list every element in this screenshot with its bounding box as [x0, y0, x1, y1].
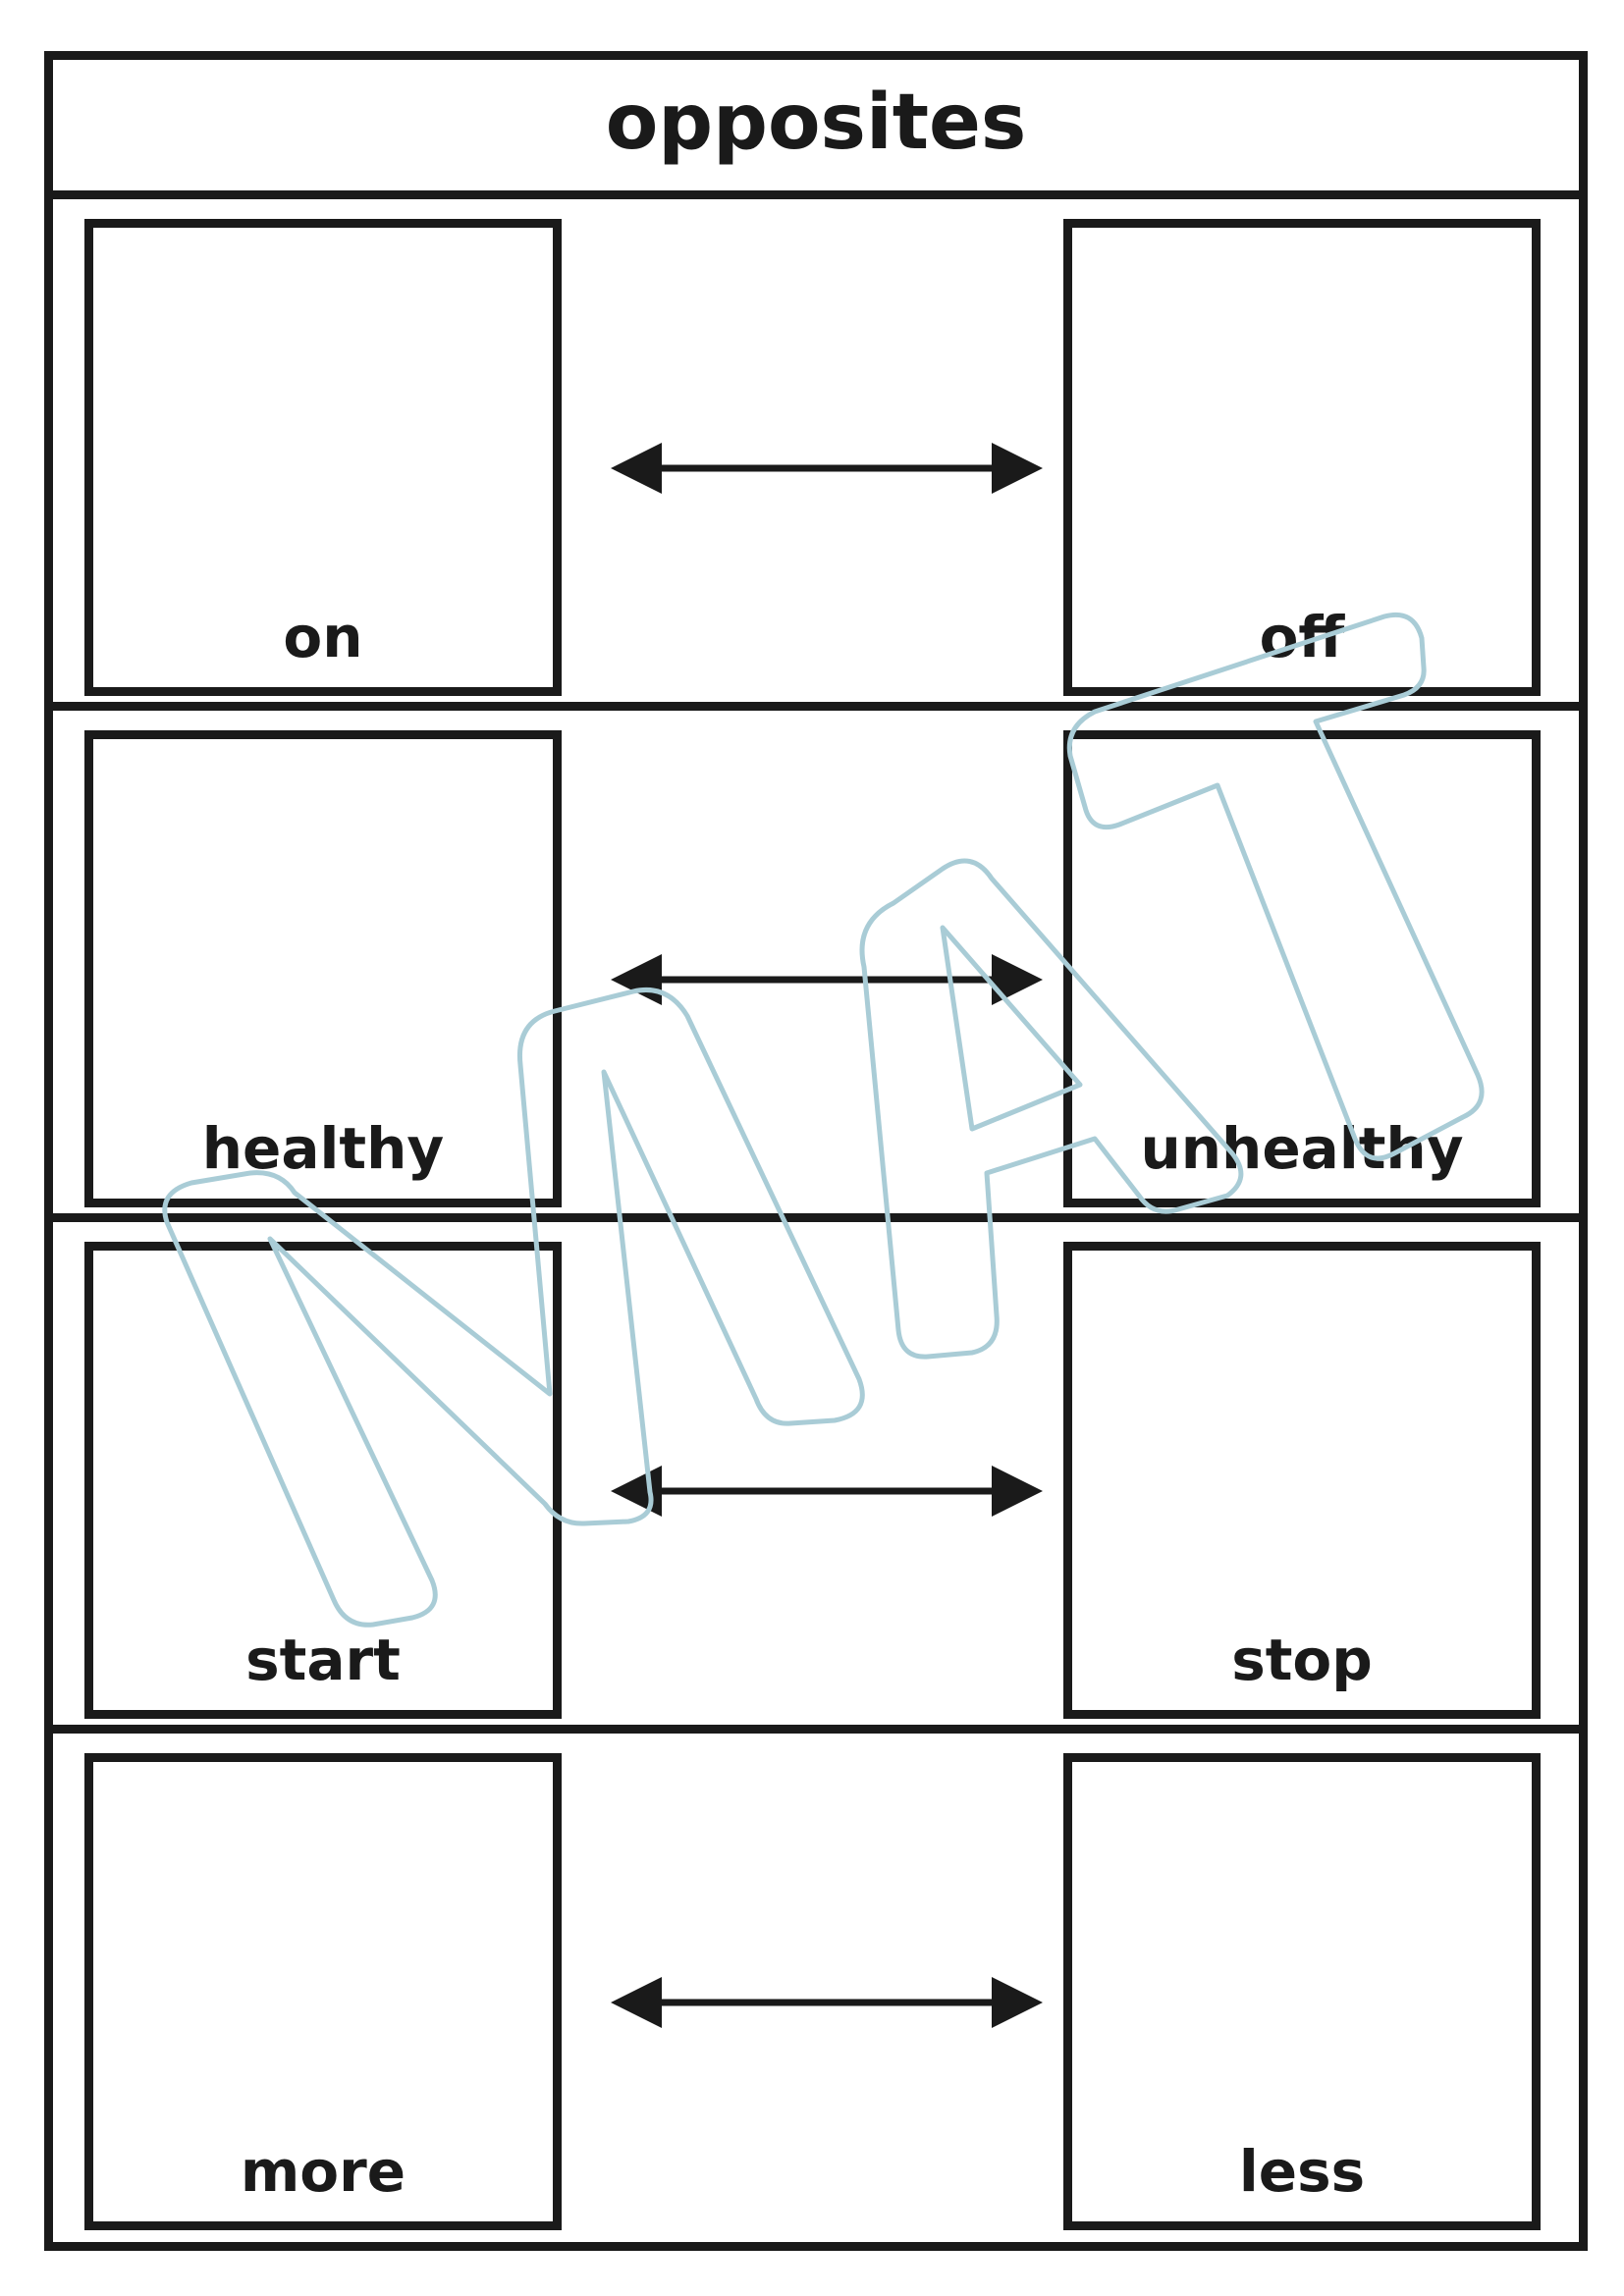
double-arrow-icon [611, 954, 1043, 1005]
pair-row-2: healthy unhealthy [53, 711, 1579, 1222]
word-label: healthy [201, 1115, 445, 1182]
word-label: on [283, 604, 363, 670]
word-label: unhealthy [1140, 1115, 1464, 1182]
picture-box-right: unhealthy [1063, 730, 1541, 1207]
pair-row-4: more less [53, 1734, 1579, 2245]
picture-box-left: on [84, 219, 562, 696]
double-arrow-icon [611, 1977, 1043, 2028]
double-arrow-icon [611, 443, 1043, 494]
picture-box-left: start [84, 1242, 562, 1719]
pair-row-3: start stop [53, 1222, 1579, 1734]
word-label: stop [1231, 1627, 1373, 1693]
picture-box-left: more [84, 1753, 562, 2230]
word-label: off [1259, 604, 1345, 670]
pair-row-1: on off [53, 199, 1579, 711]
double-arrow-icon [611, 1466, 1043, 1517]
picture-box-left: healthy [84, 730, 562, 1207]
worksheet-frame: opposites on off healthy unhealthy start [44, 51, 1588, 2251]
worksheet-title: opposites [605, 78, 1027, 167]
word-label: start [245, 1627, 401, 1693]
picture-box-right: less [1063, 1753, 1541, 2230]
word-label: less [1238, 2138, 1366, 2205]
picture-box-right: stop [1063, 1242, 1541, 1719]
word-label: more [240, 2138, 406, 2205]
picture-box-right: off [1063, 219, 1541, 696]
title-bar: opposites [53, 60, 1579, 199]
